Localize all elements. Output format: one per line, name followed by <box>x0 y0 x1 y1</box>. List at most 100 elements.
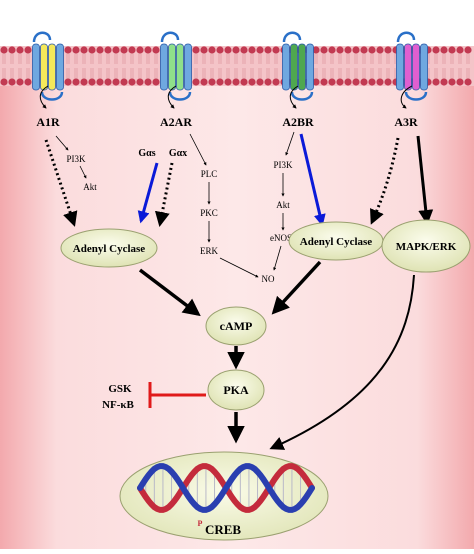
erk-to-no-arrow <box>219 257 259 278</box>
receptor-loop <box>40 91 64 101</box>
lipid-head <box>440 46 448 54</box>
receptor-loop <box>404 91 428 101</box>
a3r-to-mapk-arrow <box>416 135 434 225</box>
receptor-loop <box>396 31 416 43</box>
lipid-head <box>312 46 320 54</box>
lipid-head <box>96 46 104 54</box>
pi3k-right-label: PI3K <box>273 160 293 170</box>
lipid-head <box>152 46 160 54</box>
a3r-dotted-arrow <box>370 137 400 225</box>
lipid-head <box>80 46 88 54</box>
lipid-head <box>448 46 456 54</box>
lipid-head <box>312 78 320 86</box>
enos-label: eNOS <box>270 233 292 243</box>
lipid-head <box>264 46 272 54</box>
lipid-head <box>344 78 352 86</box>
lipid-head <box>248 46 256 54</box>
receptor-helix <box>40 43 48 91</box>
lipid-head <box>232 78 240 86</box>
dna-double-helix <box>137 463 315 513</box>
mapk-to-creb-arrow <box>269 274 415 450</box>
gax-dotted-arrow <box>154 162 174 227</box>
lipid-head <box>464 78 472 86</box>
creb-label: CREB <box>205 522 241 537</box>
pka-label: PKA <box>223 383 249 397</box>
lipid-head <box>104 46 112 54</box>
lipid-head <box>232 46 240 54</box>
lipid-head <box>440 78 448 86</box>
receptor-helix <box>420 43 428 91</box>
lipid-head <box>256 78 264 86</box>
receptor-loop <box>32 31 52 43</box>
adenyl-cyclase-left-label: Adenyl Cyclase <box>73 243 146 255</box>
receptor-label-a2br: A2BR <box>282 115 314 129</box>
receptor-helix <box>176 43 184 91</box>
lipid-head <box>272 78 280 86</box>
receptor-helix <box>412 43 420 91</box>
lipid-head <box>144 78 152 86</box>
adenyl-right-to-camp-arrow <box>271 260 322 315</box>
camp-node <box>205 306 267 346</box>
lipid-head <box>224 46 232 54</box>
lipid-head <box>104 78 112 86</box>
receptor-helix <box>160 43 168 91</box>
mapk-erk-label: MAPK/ERK <box>396 241 457 253</box>
lipid-head <box>336 46 344 54</box>
a3r-curve-arrow <box>400 85 413 109</box>
lipid-head <box>216 46 224 54</box>
lipid-head <box>200 46 208 54</box>
lipid-head <box>88 78 96 86</box>
receptor-helix <box>298 43 306 91</box>
lipid-head <box>384 46 392 54</box>
lipid-head <box>456 78 464 86</box>
lipid-head <box>192 46 200 54</box>
lipid-head <box>64 46 72 54</box>
lipid-head <box>456 46 464 54</box>
adenyl-cyclase-left-node <box>60 228 158 268</box>
lipid-head <box>248 78 256 86</box>
lipid-head <box>384 78 392 86</box>
lipid-head <box>112 46 120 54</box>
enos-to-no-arrow <box>273 245 282 271</box>
lipid-head <box>8 46 16 54</box>
lipid-head <box>352 46 360 54</box>
lipid-head <box>112 78 120 86</box>
nfkb-label: NF-κB <box>102 399 134 411</box>
lipid-head <box>376 46 384 54</box>
receptor-helix <box>184 43 192 91</box>
camp-label: cAMP <box>220 319 253 333</box>
lipid-head <box>216 78 224 86</box>
a1r-curve-arrow <box>39 85 49 109</box>
receptor-label-a2ar: A2AR <box>160 115 192 129</box>
lipid-head <box>128 46 136 54</box>
lipid-head <box>360 46 368 54</box>
lipid-head <box>320 46 328 54</box>
lipid-head <box>200 78 208 86</box>
erk-label: ERK <box>200 246 219 256</box>
lipid-head <box>0 78 8 86</box>
receptor-a2br <box>282 31 314 101</box>
receptor-label-a1r: A1R <box>36 115 60 129</box>
lipid-head <box>352 78 360 86</box>
receptor-label-a3r: A3R <box>394 115 418 129</box>
receptor-helix <box>32 43 40 91</box>
lipid-head <box>368 78 376 86</box>
lipid-head <box>24 46 32 54</box>
a2ar-curve-arrow <box>167 85 177 109</box>
lipid-head <box>152 78 160 86</box>
lipid-head <box>464 46 472 54</box>
lipid-head <box>448 78 456 86</box>
a2br-to-pi3k-arrow <box>285 131 295 156</box>
lipid-head <box>240 46 248 54</box>
plc-label: PLC <box>201 169 218 179</box>
lipid-head <box>64 78 72 86</box>
gas-blue-arrow <box>137 162 159 224</box>
receptor-helix <box>404 43 412 91</box>
receptor-a2ar <box>160 31 192 101</box>
lipid-head <box>432 46 440 54</box>
lipid-head <box>0 46 8 54</box>
lipid-head <box>320 78 328 86</box>
lipid-head <box>80 78 88 86</box>
lipid-head <box>72 78 80 86</box>
adenyl-left-to-camp-arrow <box>138 268 201 317</box>
